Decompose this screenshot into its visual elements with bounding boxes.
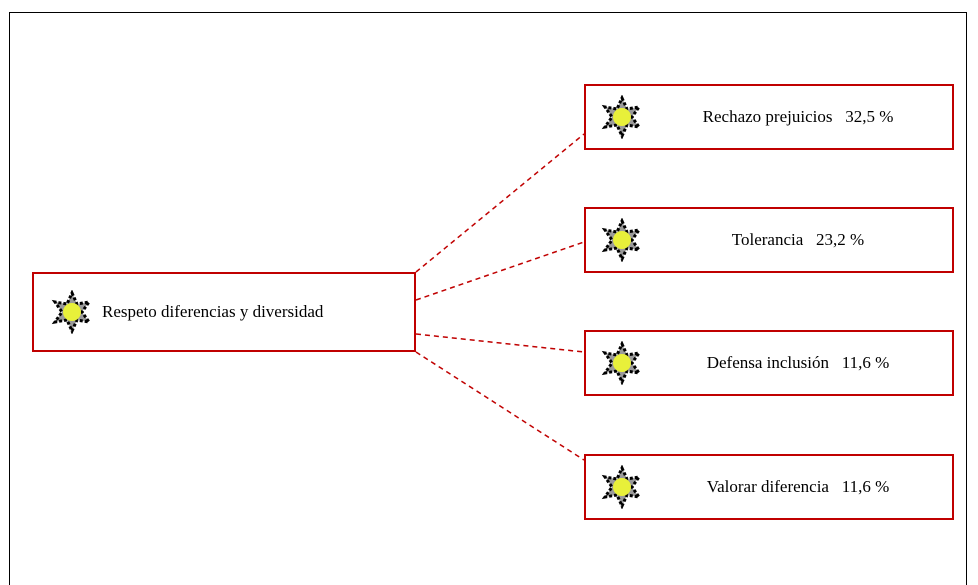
connector-line xyxy=(415,133,585,273)
root-node: Respeto diferencias y diversidad xyxy=(32,272,416,352)
connector-line xyxy=(415,351,585,461)
star-icon xyxy=(601,341,643,385)
root-label: Respeto diferencias y diversidad xyxy=(102,302,324,321)
star-icon xyxy=(601,95,643,139)
child-node: Rechazo prejuicios 32,5 % xyxy=(584,84,954,150)
star-icon xyxy=(601,218,643,262)
child-node: Valorar diferencia 11,6 % xyxy=(584,454,954,520)
child-node: Tolerancia 23,2 % xyxy=(584,207,954,273)
star-icon xyxy=(601,465,643,509)
diagram-frame xyxy=(9,12,967,585)
connector-line xyxy=(415,241,585,301)
child-node: Defensa inclusión 11,6 % xyxy=(584,330,954,396)
child-label: Defensa inclusión 11,6 % xyxy=(706,353,890,372)
child-label: Rechazo prejuicios 32,5 % xyxy=(702,107,894,126)
star-icon xyxy=(51,290,93,334)
child-label: Valorar diferencia 11,6 % xyxy=(706,477,890,496)
connector-line xyxy=(415,333,585,353)
child-label: Tolerancia 23,2 % xyxy=(731,230,865,249)
